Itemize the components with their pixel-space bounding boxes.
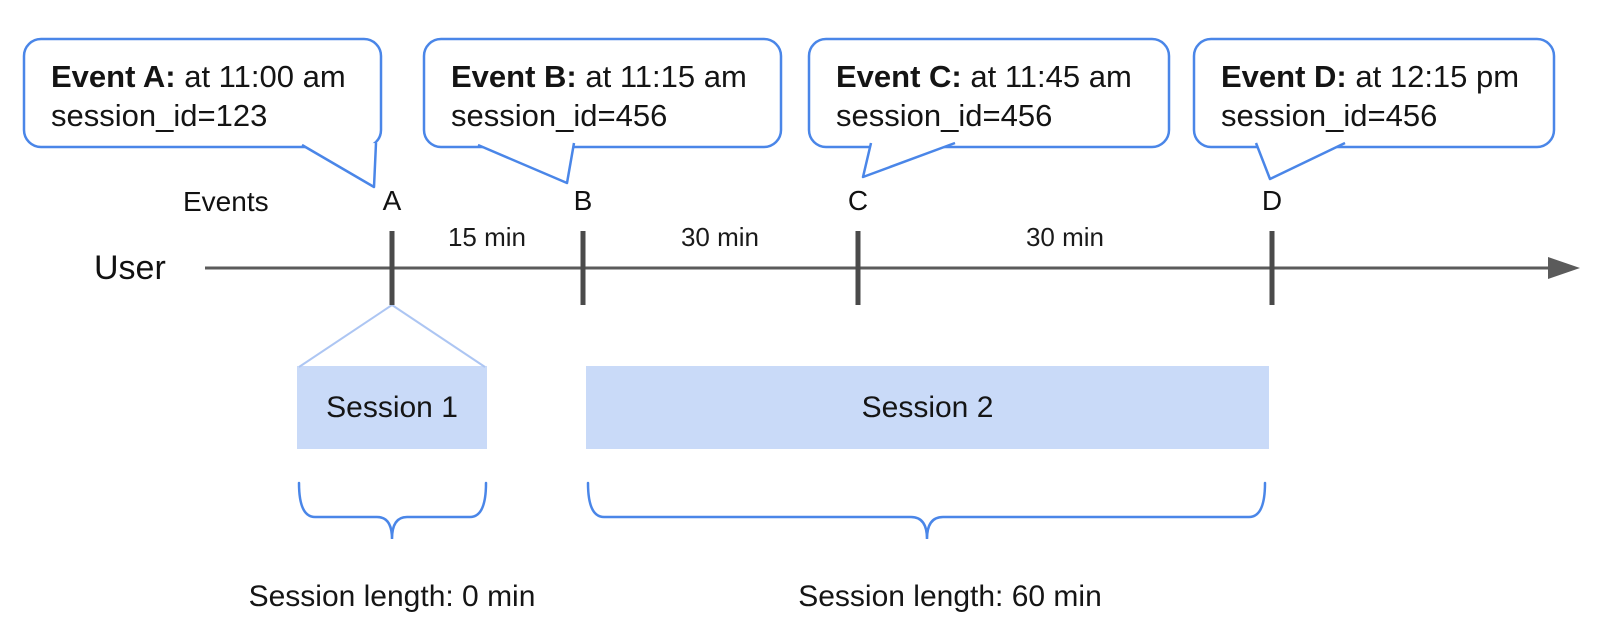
event-tick-b — [580, 231, 586, 305]
session-1-length-label: Session length: 0 min — [248, 580, 536, 613]
interval-label-30min-1: 30 min — [680, 222, 760, 252]
event-tick-c — [855, 231, 861, 305]
interval-label-15min: 15 min — [447, 222, 527, 252]
callout-bubble-c — [807, 37, 1171, 179]
callout-a-time: at 11:00 am — [184, 59, 346, 94]
callout-a-line1: Event A: at 11:00 am — [51, 57, 346, 96]
callout-d-text: Event D: at 12:15 pm session_id=456 — [1221, 57, 1519, 135]
event-letter-a: A — [382, 185, 402, 216]
user-axis-label: User — [94, 249, 166, 287]
callout-bubble-b — [422, 37, 783, 185]
session-1-bar — [297, 366, 487, 449]
callout-a-session-id: session_id=123 — [51, 98, 268, 133]
session-2-brace — [586, 481, 1267, 540]
session-1-brace — [297, 481, 488, 540]
callout-a-tail — [301, 142, 378, 189]
callout-d-tail — [1254, 141, 1346, 181]
callout-c-line1: Event C: at 11:45 am — [836, 57, 1132, 96]
callout-c-time: at 11:45 am — [970, 59, 1132, 94]
session-1-label: Session 1 — [326, 391, 458, 424]
session-2-length-label: Session length: 60 min — [798, 580, 1102, 613]
callout-b-tail — [477, 142, 576, 185]
session-2-bar — [586, 366, 1269, 449]
callout-bubble-a — [22, 37, 383, 189]
session-2-label: Session 2 — [861, 391, 994, 424]
callout-b-session-id: session_id=456 — [451, 98, 668, 133]
callout-a-title: Event A: — [51, 59, 176, 94]
callout-b-line1: Event B: at 11:15 am — [451, 57, 747, 96]
callout-d-line1: Event D: at 12:15 pm — [1221, 57, 1519, 96]
event-tick-d — [1269, 231, 1275, 305]
events-axis-label: Events — [183, 186, 269, 217]
event-letter-c: C — [847, 185, 869, 216]
callout-d-session-id: session_id=456 — [1221, 98, 1438, 133]
callout-b-title: Event B: — [451, 59, 577, 94]
event-tick-a — [389, 231, 395, 305]
callout-b-text: Event B: at 11:15 am session_id=456 — [451, 57, 747, 135]
timeline-arrowhead-icon — [1548, 257, 1580, 279]
callout-a-text: Event A: at 11:00 am session_id=123 — [51, 57, 346, 135]
callout-c-text: Event C: at 11:45 am session_id=456 — [836, 57, 1132, 135]
session-1-fan-line-right — [391, 304, 486, 368]
callout-d-time: at 12:15 pm — [1355, 59, 1520, 94]
event-letter-b: B — [573, 185, 593, 216]
callout-c-session-id: session_id=456 — [836, 98, 1053, 133]
session-1-fan-line-left — [298, 304, 393, 368]
callout-c-title: Event C: — [836, 59, 962, 94]
interval-label-30min-2: 30 min — [1025, 222, 1105, 252]
callout-d-title: Event D: — [1221, 59, 1347, 94]
callout-c-tail — [861, 141, 956, 179]
callout-bubble-d — [1192, 37, 1556, 181]
event-letter-d: D — [1261, 185, 1283, 216]
callout-b-time: at 11:15 am — [585, 59, 747, 94]
